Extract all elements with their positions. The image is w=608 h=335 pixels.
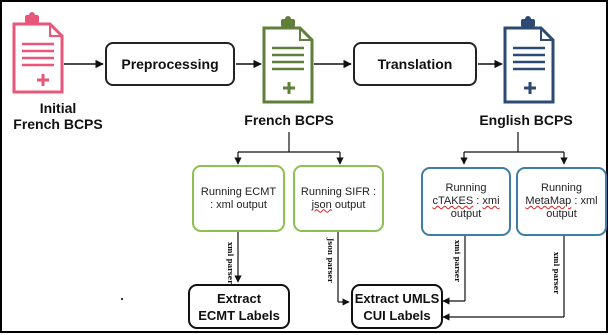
extract-ecmt-box: Extract ECMT Labels <box>188 284 290 329</box>
stray-dot <box>121 298 123 300</box>
sifr-parser-label: Json parser <box>326 238 335 283</box>
initial-french-bcps-label: Initial French BCPS <box>13 100 103 132</box>
ctakes-parser-label: xmi parser <box>453 240 462 282</box>
metamap-parser-label: xml parser <box>552 252 561 294</box>
preprocessing-label: Preprocessing <box>121 56 219 72</box>
french-document-icon <box>262 16 314 104</box>
preprocessing-box: Preprocessing <box>105 42 235 86</box>
metamap-box: Running MetaMap : xml output <box>516 167 607 236</box>
initial-document-icon <box>12 12 64 94</box>
extract-umls-box: Extract UMLS CUI Labels <box>351 284 443 329</box>
french-bcps-label: French BCPS <box>244 112 334 128</box>
sifr-box: Running SIFR : json output <box>293 165 384 232</box>
ctakes-box: Running cTAKES : xmi output <box>421 167 511 236</box>
translation-label: Translation <box>377 56 453 72</box>
french-branch-connector <box>234 132 344 165</box>
english-document-icon <box>503 16 555 104</box>
english-branch-connector <box>460 132 568 165</box>
ecmt-box: Running ECMT : xml output <box>192 165 285 232</box>
translation-box: Translation <box>353 42 477 86</box>
ecmt-parser-label: xml parser <box>226 242 235 284</box>
english-bcps-label: English BCPS <box>479 112 573 128</box>
